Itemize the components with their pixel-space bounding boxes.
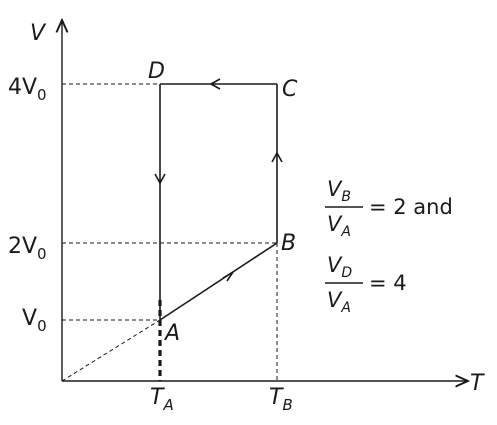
- y-axis-label: V: [30, 21, 47, 46]
- relation-2-numerator: VD: [327, 253, 352, 281]
- segment-ab: [159, 242, 278, 321]
- y-tick-v0: V0: [22, 306, 47, 335]
- x-tick-tb: TB: [269, 385, 293, 414]
- arrow-da: [154, 173, 166, 184]
- relation-1-rhs: = 2 and: [369, 195, 453, 219]
- guide-lines: [61, 83, 278, 382]
- x-axis-label: T: [470, 371, 485, 396]
- direction-arrows: [154, 78, 283, 282]
- x-tick-ta: TA: [150, 385, 174, 414]
- point-label-a: A: [163, 321, 180, 346]
- arrow-bc: [271, 152, 283, 163]
- arrow-cd: [210, 78, 221, 90]
- y-tick-2v0: 2V0: [8, 234, 47, 263]
- relation-vd-over-va: VD VA = 4: [325, 253, 407, 316]
- point-label-d: D: [148, 59, 165, 84]
- y-tick-4v0: 4V0: [8, 75, 47, 104]
- relation-vb-over-va: VB VA = 2 and: [325, 177, 453, 240]
- relation-1-denominator: VA: [327, 212, 351, 240]
- arrow-ab: [222, 271, 234, 282]
- point-label-b: B: [281, 231, 296, 256]
- guide-origin-a: [61, 319, 161, 382]
- relation-1-numerator: VB: [327, 177, 351, 205]
- relation-2-denominator: VA: [327, 288, 351, 316]
- point-label-c: C: [282, 77, 298, 102]
- cycle-path: [159, 83, 278, 321]
- relation-2-rhs: = 4: [369, 271, 407, 295]
